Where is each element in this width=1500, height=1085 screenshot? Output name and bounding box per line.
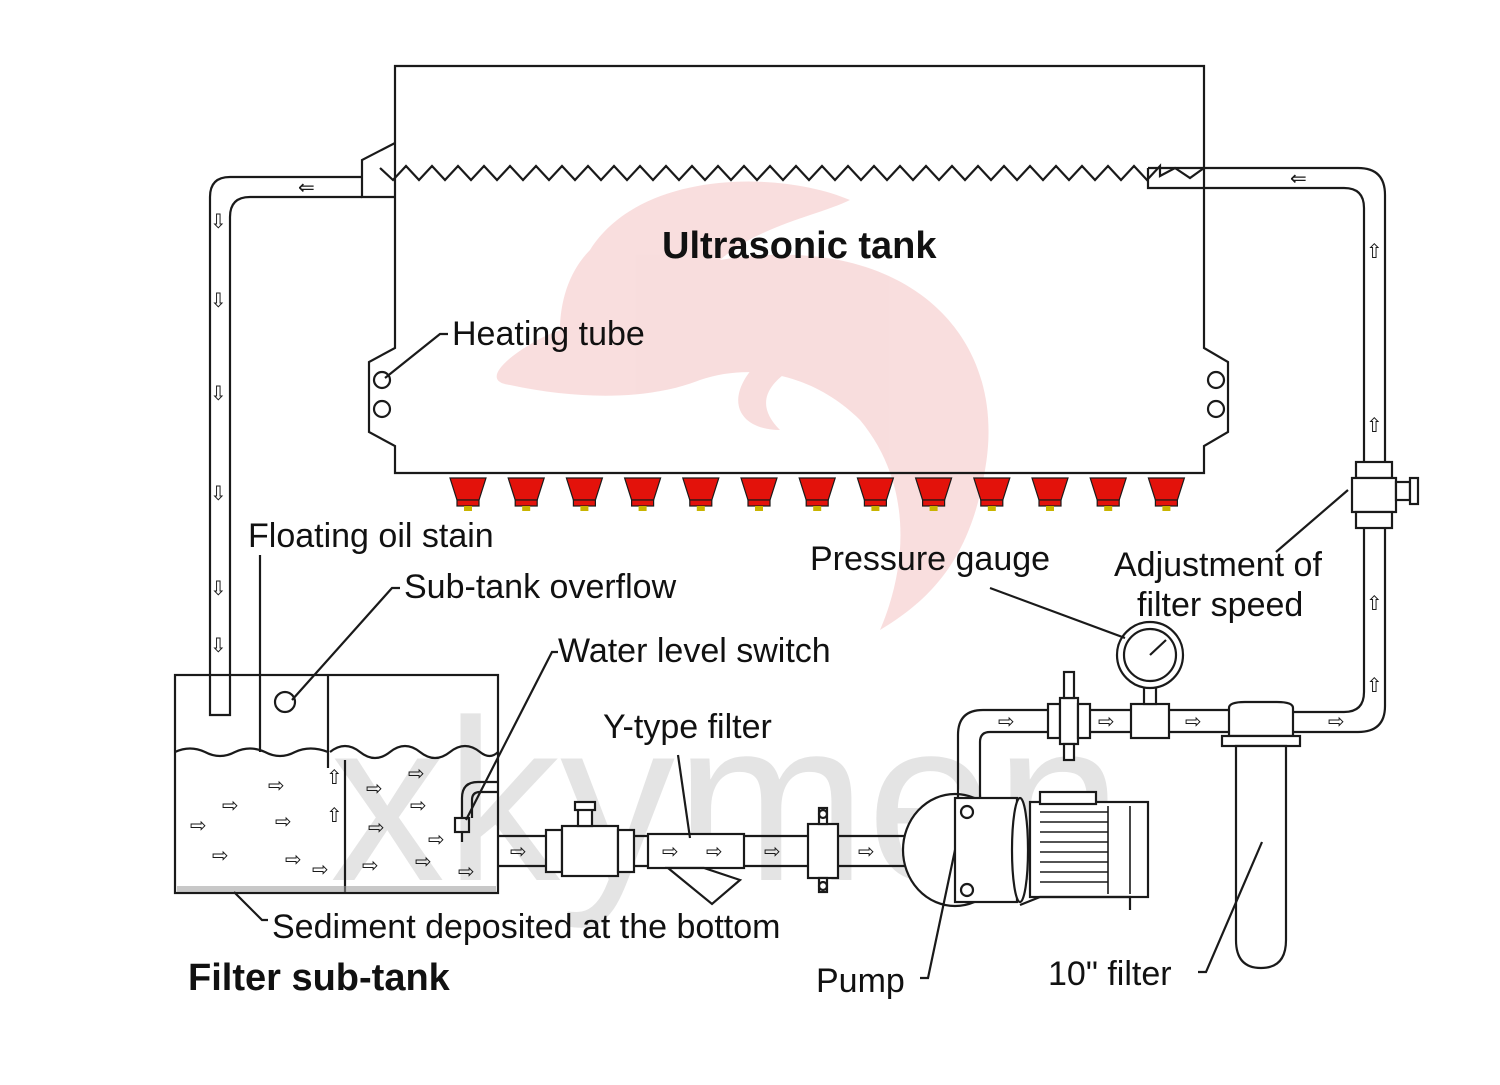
svg-text:⇨: ⇨	[428, 827, 445, 851]
transducer	[740, 477, 778, 511]
ten-inch-filter-housing	[1220, 700, 1302, 970]
ultrasonic-tank	[367, 64, 1230, 475]
discharge-valve	[1046, 670, 1092, 762]
transducer-array	[449, 477, 1186, 511]
label-sub-tank-overflow: Sub-tank overflow	[404, 568, 677, 606]
overflow-hole	[273, 690, 297, 714]
svg-text:⇨: ⇨	[706, 839, 723, 863]
svg-text:⇨: ⇨	[410, 793, 427, 817]
sub-tank-water-surface-left	[174, 747, 329, 758]
svg-text:⇧: ⇧	[1366, 239, 1383, 263]
svg-text:⇨: ⇨	[662, 839, 679, 863]
svg-text:⇨: ⇨	[285, 847, 302, 871]
svg-text:⇨: ⇨	[362, 853, 379, 877]
svg-text:⇧: ⇧	[1366, 413, 1383, 437]
label-heating-tube: Heating tube	[452, 315, 645, 353]
svg-text:⇨: ⇨	[366, 776, 383, 800]
transducer	[1089, 477, 1128, 511]
svg-text:⇨: ⇨	[858, 839, 875, 863]
label-floating-oil-stain: Floating oil stain	[248, 517, 494, 555]
label-pressure-gauge: Pressure gauge	[810, 540, 1050, 578]
label-filter-sub-tank: Filter sub-tank	[188, 957, 451, 999]
flow-arrows: ⇐ ⇐ ⇩ ⇩ ⇩ ⇩ ⇩ ⇩ ⇧ ⇧ ⇧ ⇧ ⇨ ⇨ ⇨ ⇨ ⇨ ⇨ ⇨ ⇨ …	[190, 166, 1383, 883]
label-adjustment-line2: filter speed	[1137, 586, 1303, 624]
svg-text:⇨: ⇨	[1328, 709, 1345, 733]
svg-text:⇨: ⇨	[222, 793, 239, 817]
transducer	[565, 477, 604, 511]
transducer	[623, 477, 662, 511]
pressure-gauge-device	[1115, 620, 1185, 740]
svg-text:⇧: ⇧	[1366, 591, 1383, 615]
sediment-layer	[177, 886, 496, 892]
svg-text:⇩: ⇩	[210, 381, 227, 405]
adjustment-valve	[1350, 460, 1420, 530]
svg-text:⇩: ⇩	[210, 209, 227, 233]
tank-water-surface	[379, 163, 1205, 182]
svg-text:⇨: ⇨	[510, 839, 527, 863]
y-type-filter-body	[646, 832, 746, 906]
transducer	[1031, 477, 1069, 511]
transducer	[507, 477, 546, 511]
transducer	[914, 477, 953, 511]
svg-text:⇩: ⇩	[210, 633, 227, 657]
transducer	[798, 477, 837, 511]
transducer	[1147, 477, 1186, 511]
discharge-pipe	[956, 708, 1231, 798]
svg-text:⇨: ⇨	[1098, 709, 1115, 733]
svg-text:⇧: ⇧	[326, 765, 343, 789]
ball-valve	[544, 800, 636, 878]
label-adjustment-line1: Adjustment of	[1114, 546, 1322, 584]
label-y-type-filter: Y-type filter	[603, 708, 772, 746]
svg-text:⇐: ⇐	[298, 175, 315, 199]
leader-lines	[233, 332, 1349, 980]
dolphin-logo-watermark	[496, 181, 989, 630]
filter-sub-tank	[173, 555, 500, 895]
svg-text:⇧: ⇧	[326, 803, 343, 827]
svg-text:⇨: ⇨	[458, 859, 475, 883]
svg-text:⇧: ⇧	[1366, 673, 1383, 697]
sub-tank-water-surface-right	[329, 744, 499, 760]
transducer	[449, 477, 487, 511]
return-pipe-right	[1146, 166, 1387, 734]
svg-text:⇨: ⇨	[268, 773, 285, 797]
transducer	[972, 477, 1011, 511]
svg-text:⇨: ⇨	[312, 857, 329, 881]
return-pipe-left	[208, 175, 362, 717]
transducer	[856, 477, 895, 511]
tank-overflow-weir	[360, 142, 396, 199]
svg-text:⇨: ⇨	[764, 839, 781, 863]
svg-text:⇨: ⇨	[275, 809, 292, 833]
label-ultrasonic-tank: Ultrasonic tank	[662, 225, 937, 267]
label-pump: Pump	[816, 962, 905, 1000]
svg-text:⇨: ⇨	[415, 849, 432, 873]
svg-text:⇨: ⇨	[998, 709, 1015, 733]
suction-union	[806, 806, 840, 894]
svg-text:⇨: ⇨	[212, 843, 229, 867]
svg-text:⇐: ⇐	[1290, 166, 1307, 190]
transducer	[681, 477, 720, 511]
label-water-level-switch: Water level switch	[558, 632, 831, 670]
label-sediment: Sediment deposited at the bottom	[272, 908, 780, 946]
svg-text:⇨: ⇨	[1185, 709, 1202, 733]
pump	[901, 790, 1150, 910]
svg-text:⇨: ⇨	[190, 813, 207, 837]
label-ten-inch-filter: 10" filter	[1048, 955, 1172, 993]
svg-text:⇩: ⇩	[210, 481, 227, 505]
svg-text:⇨: ⇨	[368, 815, 385, 839]
svg-text:⇩: ⇩	[210, 576, 227, 600]
svg-text:⇨: ⇨	[408, 761, 425, 785]
svg-text:⇩: ⇩	[210, 288, 227, 312]
